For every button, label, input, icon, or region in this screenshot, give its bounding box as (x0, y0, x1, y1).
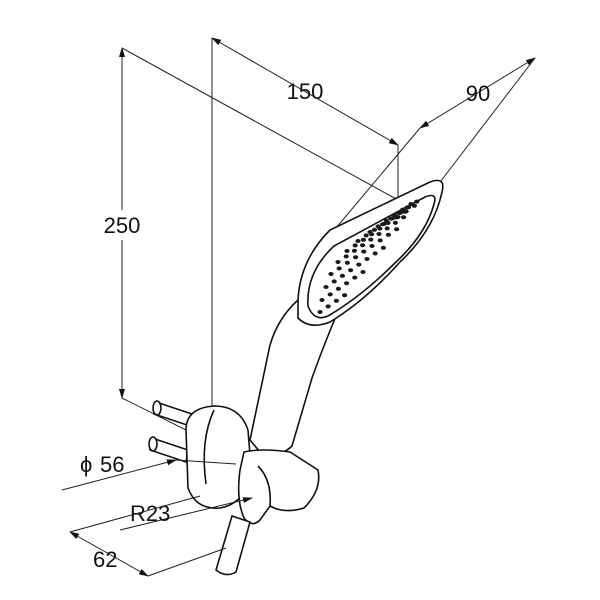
nozzle-dot (353, 255, 359, 260)
nozzle-dot (355, 239, 361, 243)
nozzle-dot (411, 203, 417, 208)
nozzle-dot (351, 248, 357, 253)
nozzle-dot (360, 243, 366, 248)
dim-56-symbol: ϕ (80, 452, 92, 477)
nozzle-dot (376, 232, 382, 236)
nozzle-dot (380, 245, 386, 250)
nozzle-dot (369, 244, 375, 248)
nozzle-dot (392, 220, 398, 225)
bracket-base-edge (203, 409, 215, 485)
dim-250-ext-top (121, 47, 399, 201)
dim-90-ext-right (433, 57, 536, 191)
dimension-diameter-56: ϕ 56 (61, 452, 237, 491)
shower-handle (249, 179, 444, 455)
dim-62-ext-bottom (147, 547, 227, 577)
nozzle-dot (327, 292, 333, 297)
nozzle-dot (339, 273, 345, 278)
dim-56-ext (175, 459, 237, 465)
dim-90-ext-left (335, 127, 421, 229)
nozzle-dot (377, 238, 383, 243)
nozzle-dot (372, 251, 378, 256)
nozzle-dot (389, 216, 395, 221)
nozzle-dot (336, 266, 342, 271)
dim-250-label-bg (96, 210, 148, 240)
nozzle-dot (368, 237, 374, 242)
nozzle-dot (361, 249, 367, 254)
nozzle-dot (395, 215, 401, 219)
nozzle-dot (335, 286, 341, 291)
nozzle-dot (344, 249, 350, 253)
dimension-250: 250 (96, 47, 399, 443)
nozzle-dot (414, 199, 420, 204)
nozzle-dot (371, 227, 377, 232)
dim-56-leader (61, 459, 177, 491)
nozzle-dot (360, 270, 366, 274)
nozzle-dot (375, 224, 381, 229)
nozzle-dot (381, 222, 387, 226)
dim-r23-leader (119, 497, 253, 531)
nozzle-dot (333, 298, 339, 303)
nozzle-dot (319, 298, 325, 302)
dim-56-label: 56 (100, 452, 124, 477)
wall-bracket (148, 400, 320, 576)
nozzle-dot (385, 232, 391, 237)
dim-250-label: 250 (104, 213, 141, 238)
nozzle-dot (406, 205, 412, 210)
nozzle-dot (356, 262, 362, 267)
nozzle-dot (344, 260, 350, 265)
nozzle-dot (343, 254, 349, 259)
nozzle-dot (360, 237, 366, 242)
dimension-62: 62 (69, 495, 227, 577)
nozzle-dot (397, 210, 403, 215)
nozzle-dot (344, 281, 350, 286)
nozzle-dot (317, 310, 323, 314)
nozzle-dot (363, 233, 369, 238)
nozzle-dot (348, 268, 354, 273)
nozzle-dot (352, 275, 358, 280)
shower-nozzles (317, 199, 420, 314)
dim-150-line (211, 37, 399, 146)
dim-62-ext-top (69, 495, 201, 533)
hose-connector (215, 514, 251, 576)
nozzle-dot (383, 218, 389, 223)
dim-62-line (69, 531, 149, 577)
dimension-90: 90 (335, 57, 536, 229)
nozzle-dot (401, 215, 407, 220)
nozzle-dot (403, 209, 409, 214)
nozzle-dot (364, 257, 370, 261)
nozzle-dot (328, 272, 334, 276)
holder-cup-inner (257, 465, 272, 507)
nozzle-dot (325, 304, 331, 309)
dim-62-label: 62 (93, 547, 117, 572)
holder-cup (237, 449, 320, 525)
nozzle-dot (342, 293, 348, 298)
nozzle-dot (367, 230, 373, 234)
nozzle-dot (394, 227, 400, 232)
nozzle-dot (384, 226, 390, 231)
nozzle-dot (331, 279, 337, 284)
nozzle-dot (352, 243, 358, 248)
dim-90-line (419, 57, 536, 129)
wall-plug-top-end (152, 400, 162, 416)
nozzle-dot (335, 260, 341, 264)
dim-90-label: 90 (466, 81, 490, 106)
wall-plug-bottom-end (148, 436, 158, 452)
dim-150-label: 150 (287, 79, 324, 104)
nozzle-dot (323, 285, 329, 289)
